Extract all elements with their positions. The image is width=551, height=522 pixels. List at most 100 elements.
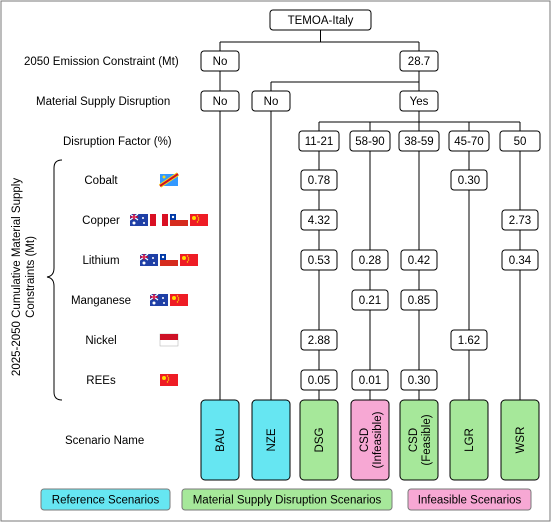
scenario-box-csd-fea: CSD(Feasible) xyxy=(399,399,439,481)
flag-australia-icon xyxy=(139,253,158,266)
value-node-label: 0.05 xyxy=(308,375,330,387)
scenario-label: WSR xyxy=(515,427,527,454)
scenario-label-line-1: CSD xyxy=(408,428,420,452)
value-node-label: 0.30 xyxy=(408,375,430,387)
factor-node-csd-inf: 58-90 xyxy=(349,130,391,152)
legend-item-disruption: Material Supply Disruption Scenarios xyxy=(181,488,393,511)
emission-node-28-7-label: 28.7 xyxy=(408,56,430,68)
root-node: TEMOA-Italy xyxy=(269,9,372,31)
disruption-node-bau-no-label: No xyxy=(213,96,228,108)
scenario-label: NZE xyxy=(266,428,278,451)
scenario-box-csd-inf: CSD(Infeasible) xyxy=(350,399,390,481)
material-row-rees: REEs xyxy=(86,374,178,387)
material-constraints-side-label: 2025-2050 Cumulative Material Supply Con… xyxy=(11,159,63,401)
value-node-label: 0.42 xyxy=(408,255,430,267)
value-node-label: 0.78 xyxy=(308,175,330,187)
factor-value: 11-21 xyxy=(305,136,334,148)
legend-label: Reference Scenarios xyxy=(52,495,160,507)
connector-lines xyxy=(219,30,521,400)
material-row-copper: Copper xyxy=(82,213,208,227)
value-node-label: 0.53 xyxy=(308,255,330,267)
value-node: 0.53 xyxy=(300,249,338,271)
flag-china-icon xyxy=(180,254,198,266)
value-node-label: 0.01 xyxy=(359,375,381,387)
side-label-line-1: 2025-2050 Cumulative Material Supply xyxy=(11,178,23,376)
side-label-line-2: Constraints (Mt) xyxy=(25,236,37,318)
legend-item-reference: Reference Scenarios xyxy=(40,488,171,511)
value-node: 0.42 xyxy=(400,249,438,271)
disruption-node-yes-label: Yes xyxy=(410,96,429,108)
factor-value: 50 xyxy=(514,136,527,148)
disruption-factor-nodes: 11-21 58-90 38-59 45-70 50 xyxy=(298,130,541,152)
value-node: 2.88 xyxy=(300,329,338,351)
emission-node-28-7: 28.7 xyxy=(399,50,439,72)
disruption-node-nze-no: No xyxy=(251,90,291,112)
factor-node-lgr: 45-70 xyxy=(448,130,490,152)
value-node: 4.32 xyxy=(300,209,338,231)
value-node-label: 2.88 xyxy=(308,335,330,347)
value-node-label: 0.34 xyxy=(509,255,532,267)
material-row-nickel: Nickel xyxy=(85,333,179,347)
flag-china-icon xyxy=(190,214,208,226)
flag-dr-congo-icon xyxy=(158,172,180,188)
value-node-label: 1.62 xyxy=(458,335,480,347)
value-node-label: 0.85 xyxy=(408,295,430,307)
factor-node-csd-fea: 38-59 xyxy=(398,130,440,152)
value-node: 0.05 xyxy=(300,369,338,391)
value-node: 0.78 xyxy=(300,169,338,191)
scenario-label-line-2: (Infeasible) xyxy=(372,411,384,468)
factor-value: 58-90 xyxy=(355,136,384,148)
material-row-lithium: Lithium xyxy=(82,253,198,267)
legend: Reference Scenarios Material Supply Disru… xyxy=(40,488,532,511)
root-label: TEMOA-Italy xyxy=(288,15,354,27)
disruption-node-yes: Yes xyxy=(399,90,439,112)
material-name: Copper xyxy=(82,215,120,227)
material-name: Nickel xyxy=(85,335,116,347)
emission-node-no-label: No xyxy=(213,56,228,68)
material-name: REEs xyxy=(86,375,116,387)
material-value-nodes: 0.78 4.32 0.53 2.88 0.05 0.28 0.21 0.01 0.42 0.85… xyxy=(300,169,539,391)
factor-node-wsr: 50 xyxy=(499,130,541,152)
flag-peru-icon xyxy=(150,214,168,226)
value-node: 0.28 xyxy=(351,249,389,271)
material-name: Lithium xyxy=(82,255,119,267)
scenario-box-nze: NZE xyxy=(251,399,291,481)
value-node: 0.30 xyxy=(400,369,438,391)
value-node: 0.21 xyxy=(351,289,389,311)
value-node: 2.73 xyxy=(501,209,539,231)
value-node: 0.34 xyxy=(501,249,539,271)
disruption-node-nze-no-label: No xyxy=(264,96,279,108)
flag-chile-icon xyxy=(160,254,178,266)
material-name: Cobalt xyxy=(84,175,118,187)
value-node: 0.01 xyxy=(351,369,389,391)
material-row-cobalt: Cobalt xyxy=(84,172,180,188)
scenario-box-bau: BAU xyxy=(200,399,240,481)
legend-label: Material Supply Disruption Scenarios xyxy=(193,495,382,507)
factor-value: 45-70 xyxy=(454,136,483,148)
scenario-box-dsg: DSG xyxy=(299,399,339,481)
value-node-label: 0.28 xyxy=(359,255,381,267)
legend-item-infeasible: Infeasible Scenarios xyxy=(407,488,532,511)
scenario-row-label: Scenario Name xyxy=(65,435,144,447)
value-node-label: 2.73 xyxy=(509,215,531,227)
disruption-row-label: Material Supply Disruption xyxy=(36,96,170,108)
legend-label: Infeasible Scenarios xyxy=(418,495,522,507)
value-node-label: 0.30 xyxy=(458,175,480,187)
scenario-label: LGR xyxy=(464,428,476,452)
value-node: 0.85 xyxy=(400,289,438,311)
material-row-manganese: Manganese xyxy=(71,293,188,307)
disruption-node-bau-no: No xyxy=(200,90,240,112)
flag-chile-icon xyxy=(170,214,188,226)
factor-node-dsg: 11-21 xyxy=(298,130,340,152)
flag-china-icon xyxy=(160,374,178,386)
scenario-label-line-2: (Feasible) xyxy=(421,414,433,465)
emission-row-label: 2050 Emission Constraint (Mt) xyxy=(24,56,179,68)
factor-row-label: Disruption Factor (%) xyxy=(63,136,172,148)
flag-china-icon xyxy=(170,294,188,306)
scenario-label: DSG xyxy=(314,427,326,452)
scenario-box-wsr: WSR xyxy=(500,399,540,481)
